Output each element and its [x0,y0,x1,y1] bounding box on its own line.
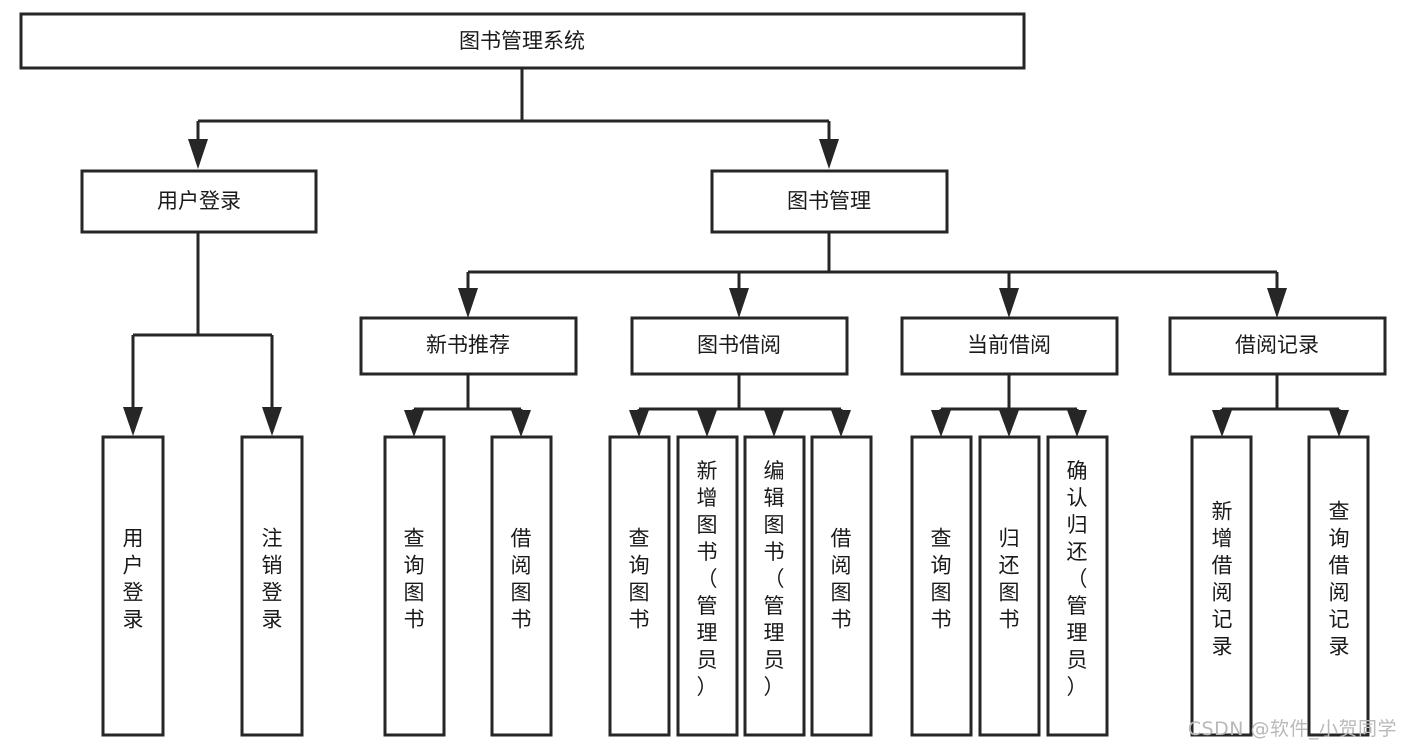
node-leaf-query-book-2[interactable]: 查询图书 [608,435,671,737]
arrow-head-leaf-return-book [999,410,1019,437]
arrow-head-current-borrow [999,288,1019,318]
node-leaf-confirm-return[interactable]: 确认归还（管理员） [1046,435,1109,737]
node-leaf-query-book-1[interactable]: 查询图书 [383,435,446,737]
node-book-manage-box[interactable] [710,169,949,234]
arrow-head-leaf-query-book-2 [629,410,649,437]
node-leaf-return-book[interactable]: 归还图书 [978,435,1041,737]
arrow-head-user-login [188,139,208,169]
node-leaf-query-book-3-box[interactable] [910,435,973,737]
node-leaf-borrow-book-2-box[interactable] [810,435,873,737]
node-leaf-user-logout-box[interactable] [240,435,304,737]
node-leaf-add-record-box[interactable] [1190,435,1253,737]
node-leaf-query-book-1-label: 查询图书 [404,527,425,632]
node-root[interactable]: 图书管理系统 [19,12,1026,70]
node-leaf-user-logout[interactable]: 注销登录 [240,435,304,737]
node-leaf-borrow-book-1-box[interactable] [490,435,553,737]
arrow-head-new-book-recommend [458,288,478,318]
arrow-head-leaf-query-book-1 [404,410,424,437]
node-leaf-return-book-label: 归还图书 [999,527,1020,632]
node-leaf-query-book-3-label: 查询图书 [931,527,952,632]
arrow-head-leaf-edit-book [764,410,784,437]
node-leaf-confirm-return-box[interactable] [1046,435,1109,737]
node-borrow-record-label: 借阅记录 [1235,333,1319,357]
node-user-login-label: 用户登录 [157,189,241,213]
node-borrow-record-box[interactable] [1168,316,1387,376]
node-current-borrow[interactable]: 当前借阅 [900,316,1119,376]
node-leaf-borrow-book-1[interactable]: 借阅图书 [490,435,553,737]
arrow-head-leaf-add-record [1212,410,1232,437]
node-book-borrow-box[interactable] [630,316,849,376]
node-leaf-edit-book-box[interactable] [743,435,806,737]
node-current-borrow-label: 当前借阅 [967,333,1051,357]
node-leaf-borrow-book-2-label: 借阅图书 [831,527,852,632]
node-leaf-add-book-label: 新增图书（管理员） [697,459,718,699]
node-leaf-edit-book-label: 编辑图书（管理员） [764,459,785,699]
arrow-head-leaf-query-book-3 [931,410,951,437]
node-leaf-add-record-label: 新增借阅记录 [1212,500,1233,659]
node-leaf-user-login-label: 用户登录 [123,527,144,632]
node-leaf-query-book-3[interactable]: 查询图书 [910,435,973,737]
node-leaf-user-login-box[interactable] [101,435,165,737]
arrow-head-leaf-user-logout [262,407,282,436]
node-root-box[interactable] [19,12,1026,70]
arrow-head-leaf-borrow-book-2 [831,410,851,437]
node-leaf-query-record-label: 查询借阅记录 [1329,500,1350,659]
node-leaf-borrow-book-2[interactable]: 借阅图书 [810,435,873,737]
node-leaf-add-book[interactable]: 新增图书（管理员） [676,435,739,737]
node-borrow-record[interactable]: 借阅记录 [1168,316,1387,376]
arrow-head-book-manage [819,139,839,169]
node-new-book-recommend-label: 新书推荐 [426,333,510,357]
node-new-book-recommend[interactable]: 新书推荐 [359,316,578,376]
node-leaf-user-logout-label: 注销登录 [262,527,283,632]
node-user-login-box[interactable] [80,169,318,234]
arrow-head-leaf-borrow-book-1 [511,410,531,437]
node-book-borrow[interactable]: 图书借阅 [630,316,849,376]
node-new-book-recommend-box[interactable] [359,316,578,376]
arrow-head-leaf-query-record [1329,410,1349,437]
node-leaf-add-record[interactable]: 新增借阅记录 [1190,435,1253,737]
node-leaf-borrow-book-1-label: 借阅图书 [511,527,532,632]
arrow-head-book-borrow [729,288,749,318]
node-current-borrow-box[interactable] [900,316,1119,376]
node-leaf-query-book-2-box[interactable] [608,435,671,737]
arrow-head-leaf-confirm-return [1067,410,1087,437]
node-leaf-query-record-box[interactable] [1307,435,1370,737]
node-leaf-confirm-return-label: 确认归还（管理员） [1067,459,1088,699]
node-leaf-add-book-box[interactable] [676,435,739,737]
node-leaf-edit-book[interactable]: 编辑图书（管理员） [743,435,806,737]
node-leaf-return-book-box[interactable] [978,435,1041,737]
arrow-head-leaf-add-book [697,410,717,437]
arrow-head-leaf-user-login [123,407,143,436]
node-leaf-query-book-2-label: 查询图书 [629,527,650,632]
connector-layer [123,69,1349,437]
node-user-login[interactable]: 用户登录 [80,169,318,234]
node-leaf-user-login[interactable]: 用户登录 [101,435,165,737]
node-book-manage[interactable]: 图书管理 [710,169,949,234]
arrow-head-borrow-record [1267,288,1287,318]
node-leaf-query-record[interactable]: 查询借阅记录 [1307,435,1370,737]
node-root-label: 图书管理系统 [459,29,585,53]
node-book-borrow-label: 图书借阅 [697,333,781,357]
node-leaf-query-book-1-box[interactable] [383,435,446,737]
node-book-manage-label: 图书管理 [787,189,871,213]
